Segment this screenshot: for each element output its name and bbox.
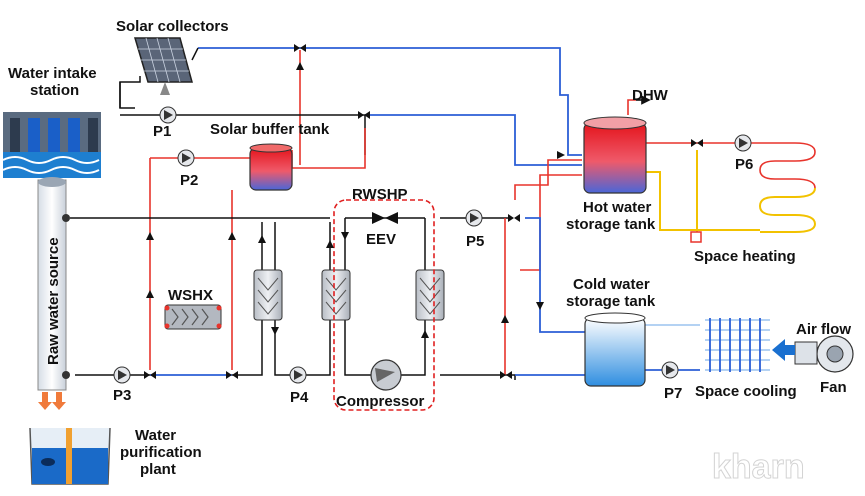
pump-p1-icon bbox=[159, 106, 177, 124]
pump-p2-icon bbox=[177, 149, 195, 167]
space-heating-label: Space heating bbox=[694, 248, 796, 265]
heating-return bbox=[645, 171, 760, 231]
solar-buffer-tank bbox=[249, 143, 293, 191]
cooling-coil bbox=[705, 318, 770, 372]
watermark: kharn bbox=[712, 448, 805, 486]
plate-heat-exchanger-3 bbox=[415, 269, 445, 321]
hot-water-storage-tank-label-line2: storage tank bbox=[566, 216, 656, 233]
space-cooling-label: Space cooling bbox=[695, 383, 797, 400]
p3-label: P3 bbox=[113, 387, 131, 404]
flow-arrow-icon bbox=[146, 62, 565, 338]
purification-plant-label-line3: plant bbox=[140, 461, 176, 478]
wshx-heat-exchanger bbox=[164, 304, 222, 330]
solar-buffer-tank-label: Solar buffer tank bbox=[210, 121, 330, 138]
solar-supply-pipe bbox=[198, 47, 582, 156]
air-flow-label: Air flow bbox=[796, 321, 851, 338]
water-purification-plant-icon bbox=[29, 427, 111, 485]
pump-p3-icon bbox=[113, 366, 131, 384]
hot-supply bbox=[514, 159, 582, 200]
wshx-label: WSHX bbox=[168, 287, 213, 304]
p5-label: P5 bbox=[466, 233, 484, 250]
dhw-label: DHW bbox=[632, 87, 669, 104]
air-flow-arrow-icon bbox=[772, 339, 795, 361]
hot-water-storage-tank bbox=[583, 116, 647, 194]
pump-p4-icon bbox=[289, 366, 307, 384]
heating-coil-hot bbox=[759, 142, 816, 189]
cold-supply bbox=[525, 217, 585, 333]
p7-label: P7 bbox=[664, 385, 682, 402]
plate-heat-exchanger-2 bbox=[321, 269, 351, 321]
pump-p6-icon bbox=[734, 134, 752, 152]
buffer-to-hot-pipe bbox=[365, 114, 582, 166]
hot-water-storage-tank-label-line1: Hot water bbox=[583, 199, 652, 216]
eev-valve-icon bbox=[372, 212, 398, 224]
heating-coil-cool bbox=[758, 187, 817, 233]
p4-label: P4 bbox=[290, 389, 309, 406]
purification-plant-label-line1: Water bbox=[135, 427, 176, 444]
p6-label: P6 bbox=[735, 156, 753, 173]
plate-heat-exchanger-1 bbox=[253, 269, 283, 321]
raw-water-source-label: Raw water source bbox=[45, 237, 62, 365]
collector-return-pipe bbox=[119, 76, 141, 108]
valve-icon bbox=[144, 44, 703, 379]
cold-water-storage-tank-label-line1: Cold water bbox=[573, 276, 650, 293]
dhw-outlet bbox=[627, 99, 636, 115]
rwshp-label: RWSHP bbox=[352, 186, 408, 203]
fan-icon bbox=[794, 335, 854, 373]
pump-p7-icon bbox=[661, 361, 679, 379]
space-heating-valve-icon bbox=[690, 231, 702, 243]
solar-collectors-label: Solar collectors bbox=[116, 18, 229, 35]
rwshp-boundary bbox=[333, 199, 435, 411]
pump-p5-icon bbox=[465, 209, 483, 227]
cold-water-storage-tank-label-line2: storage tank bbox=[566, 293, 656, 310]
water-intake-station-label-line2: station bbox=[30, 82, 79, 99]
water-intake-station-label-line1: Water intake bbox=[8, 65, 97, 82]
p2-label: P2 bbox=[180, 172, 198, 189]
raw-water-source-column bbox=[37, 177, 70, 391]
solar-collector-panel bbox=[119, 37, 199, 109]
compressor-label: Compressor bbox=[336, 393, 425, 410]
fan-label: Fan bbox=[820, 379, 847, 396]
cold-water-storage-tank bbox=[584, 312, 646, 387]
p1-label: P1 bbox=[153, 123, 171, 140]
compressor-icon bbox=[370, 359, 402, 391]
eev-label: EEV bbox=[366, 231, 396, 248]
down-arrow-icon bbox=[38, 392, 66, 410]
purification-plant-label-line2: purification bbox=[120, 444, 202, 461]
water-intake-station-icon bbox=[2, 112, 101, 178]
